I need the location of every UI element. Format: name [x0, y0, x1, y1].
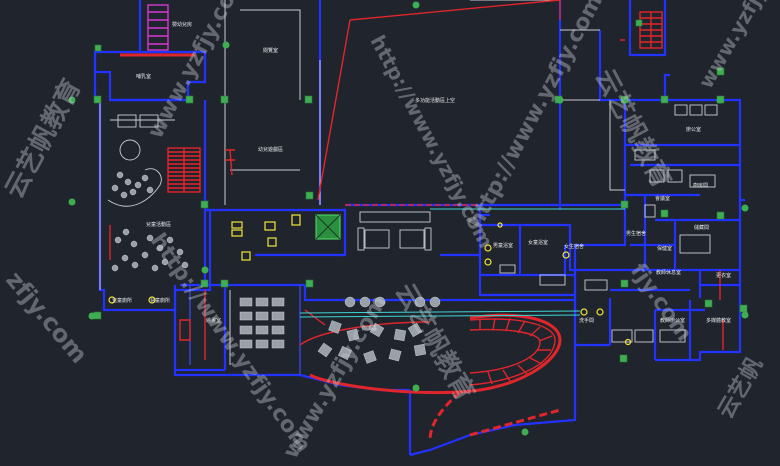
room-label-r18: 教師休息室 — [656, 269, 681, 276]
watermark-w7: http://www.yzfjy.com — [145, 229, 315, 457]
elevator — [315, 214, 341, 240]
stair-top-left — [147, 4, 169, 51]
room-label-r24: 多媒體教室 — [706, 317, 731, 324]
room-label-r7: 兒童廁所 — [112, 297, 132, 304]
room-label-r16: 廚房間 — [693, 182, 708, 189]
cyan-lines — [299, 208, 625, 318]
room-label-r23: 教師辦公室 — [660, 317, 685, 324]
watermark-w5: http://www.yzfjy.com — [463, 0, 608, 233]
room-label-r12: 男生宿舍 — [626, 230, 646, 237]
stair-left — [167, 147, 201, 193]
room-label-r6: 兒童活動區 — [146, 221, 171, 228]
stair-spiral — [469, 317, 556, 386]
red-annotations — [109, 0, 724, 441]
room-label-r20: 繪畫室 — [206, 317, 221, 324]
room-label-r11: 女生宿舍 — [564, 243, 584, 250]
room-label-r3: 哺乳室 — [136, 73, 151, 80]
room-label-r8: 兒童廁所 — [150, 297, 170, 304]
room-label-r21: 閱讀區 — [362, 325, 377, 332]
watermark-w2: www.yzfjy.com — [143, 0, 251, 143]
room-label-r2: 閱覽室 — [263, 47, 278, 54]
room-label-r17: 儲藏間 — [694, 224, 709, 231]
watermark-w1: 云艺帆教育 — [0, 74, 87, 203]
watermark-w6: zfjy.com — [0, 266, 93, 369]
sanitary-fixtures — [108, 214, 632, 346]
furniture — [107, 104, 718, 364]
room-label-r19: 更衣室 — [716, 272, 731, 279]
room-label-r14: 辦公室 — [686, 126, 701, 133]
room-label-r1: 嬰幼兒房 — [172, 21, 192, 28]
stair-top-right — [639, 11, 663, 49]
room-label-r13: 保健室 — [657, 245, 672, 252]
grid-markers — [68, 1, 749, 436]
room-label-r22: 洗手間 — [579, 317, 594, 324]
room-label-r10: 女童浴室 — [528, 239, 548, 246]
room-label-r5: 幼兒遊戲區 — [258, 146, 283, 153]
room-label-r15: 會議室 — [655, 195, 670, 202]
room-label-r4: 多功能活動區上空 — [415, 97, 455, 104]
watermark-w11: 云艺帆 — [713, 353, 769, 423]
room-label-r9: 男童浴室 — [493, 242, 513, 249]
watermark-w12: www.yzfjy.com — [694, 0, 780, 93]
room-labels: 嬰幼兒房 閱覽室 哺乳室 多功能活動區上空 幼兒遊戲區 兒童活動區 兒童廁所 兒… — [112, 21, 731, 332]
